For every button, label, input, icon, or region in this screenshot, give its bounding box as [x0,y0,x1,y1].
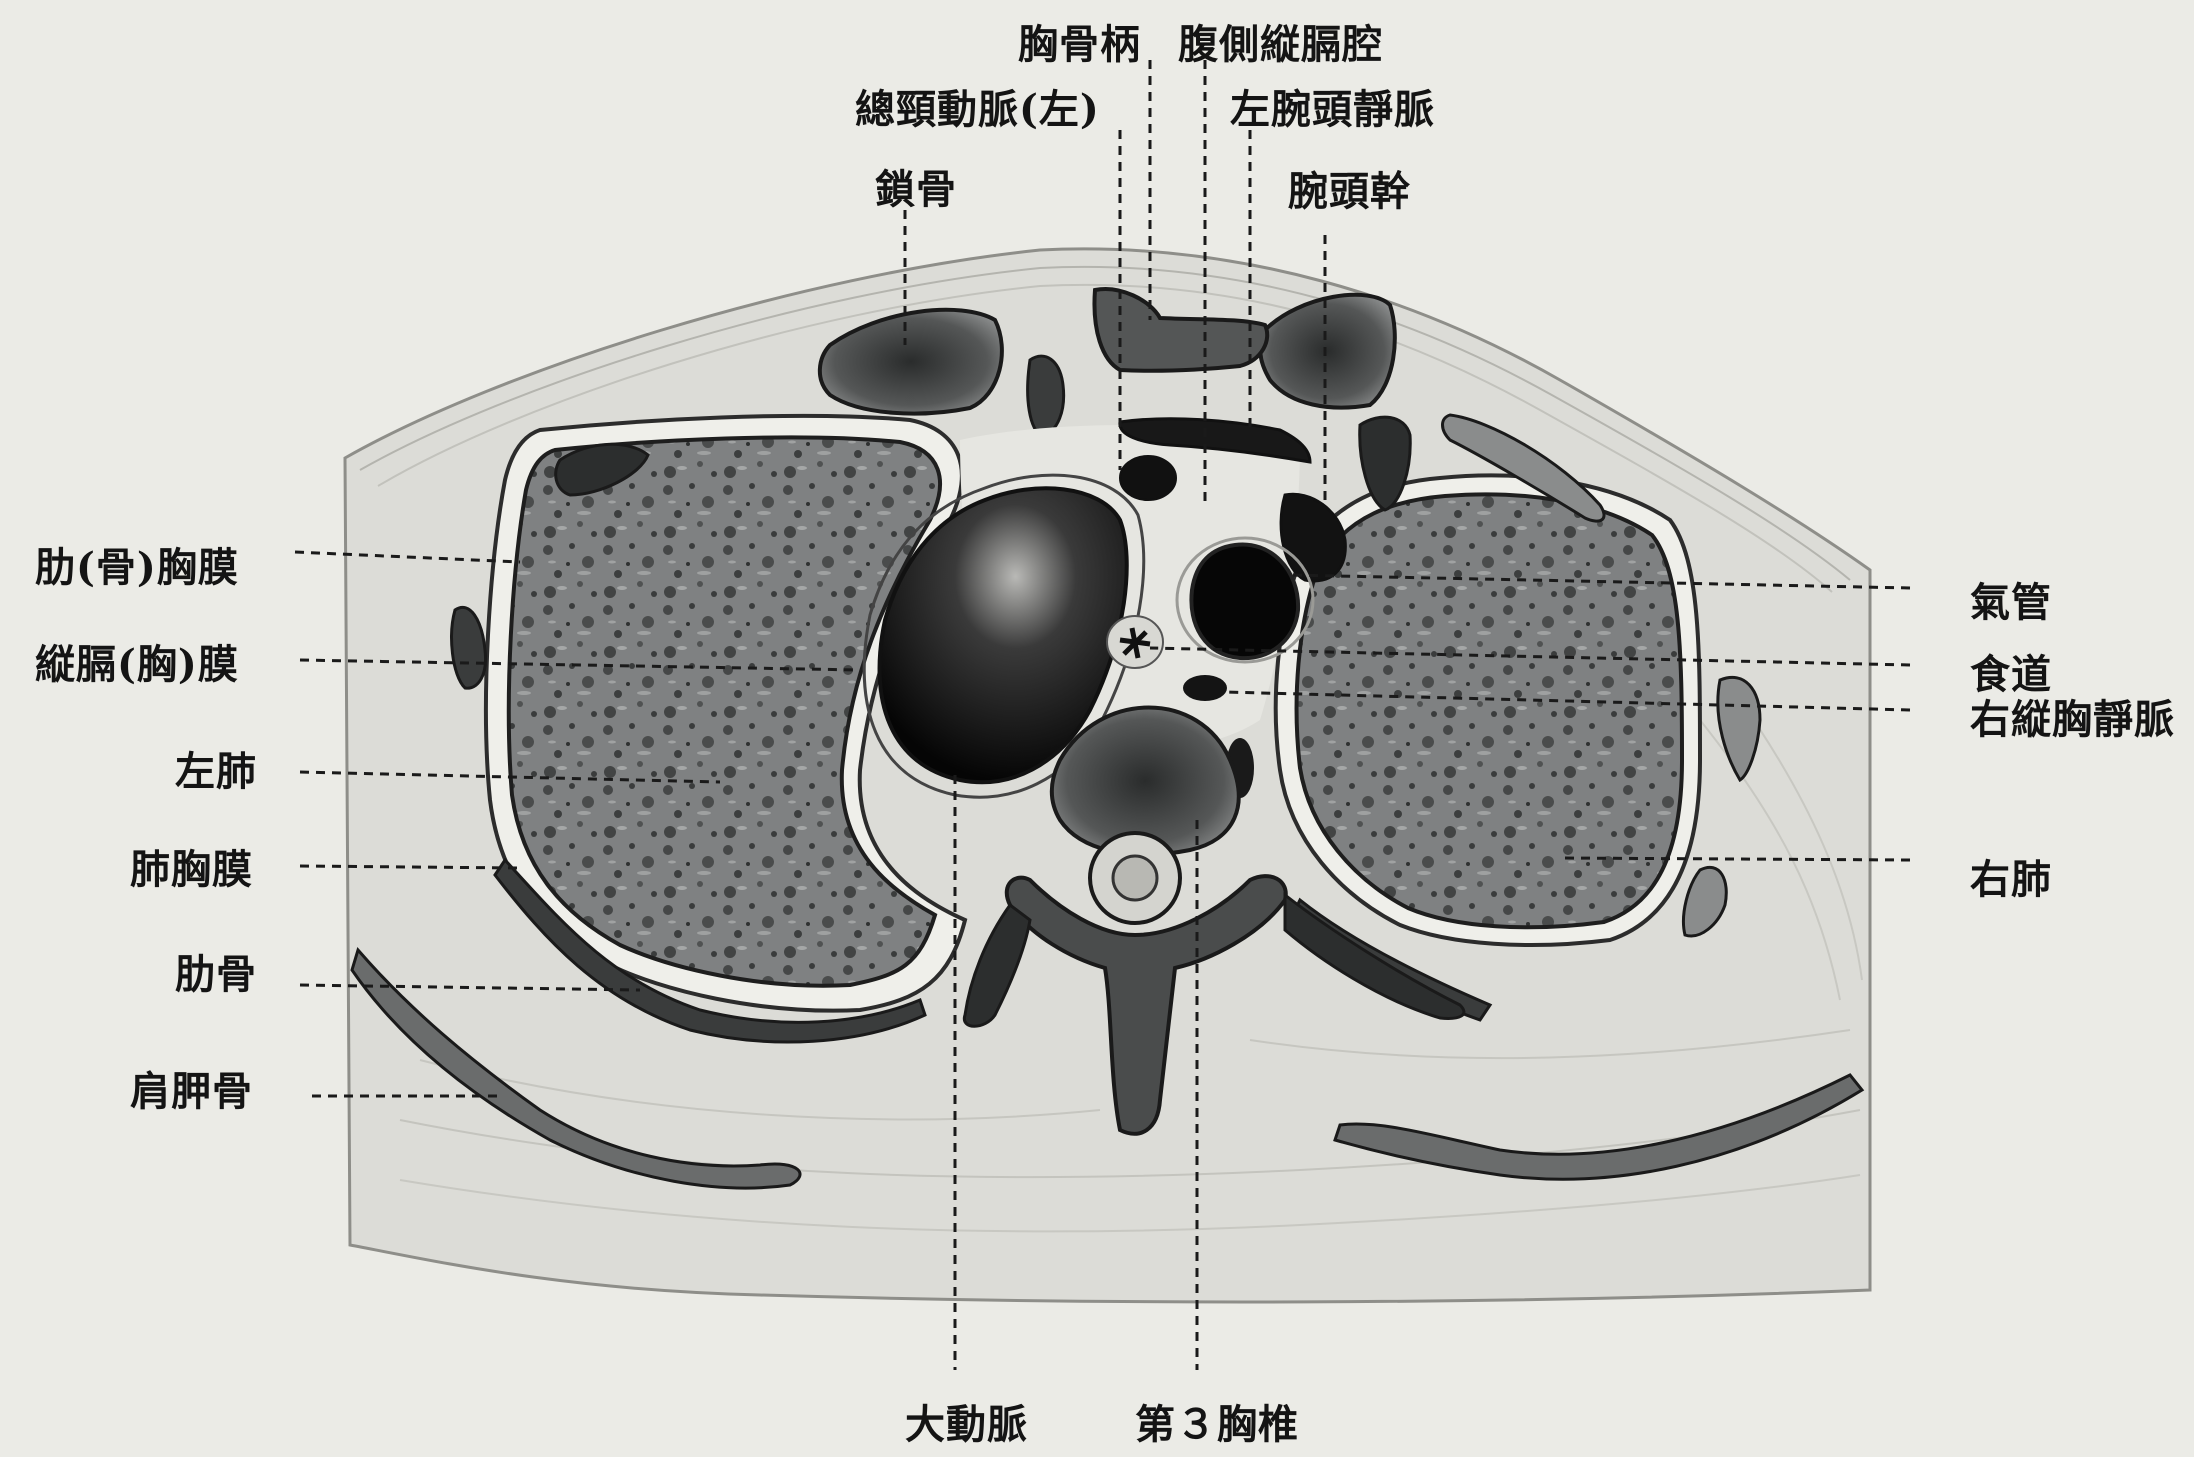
label-right-lung: 右肺 [1970,860,2052,900]
label-third-thoracic-vertebra: 第３胸椎 [1135,1405,1299,1445]
label-aorta: 大動脈 [905,1405,1028,1445]
label-left-brachiocephalic-vein: 左腕頭靜脈 [1230,90,1435,130]
label-costal-pleura: 肋(骨)胸膜 [35,548,239,588]
label-right-mediastinal-vein: 右縦胸靜脈 [1970,700,2175,740]
label-rib: 肋骨 [175,955,257,995]
right-lung [1297,494,1682,927]
label-pulmonary-pleura: 肺胸膜 [130,850,253,890]
label-manubrium: 胸骨柄 [1018,25,1141,65]
right-mediastinal-vein [1183,675,1227,701]
label-esophagus: 食道 [1970,655,2052,695]
label-clavicle: 鎖骨 [875,170,957,210]
left-common-carotid [1120,456,1176,500]
label-brachiocephalic-trunk: 腕頭幹 [1288,172,1411,212]
label-left-common-carotid: 總頸動脈(左) [855,90,1100,130]
label-anterior-mediastinum: 腹側縦膈腔 [1178,25,1383,65]
label-mediastinal-pleura: 縦膈(胸)膜 [35,645,239,685]
esophagus [1107,616,1163,668]
trachea [1191,544,1298,658]
label-trachea: 氣管 [1970,583,2052,623]
label-scapula: 肩胛骨 [130,1072,253,1112]
label-left-lung: 左肺 [175,752,257,792]
